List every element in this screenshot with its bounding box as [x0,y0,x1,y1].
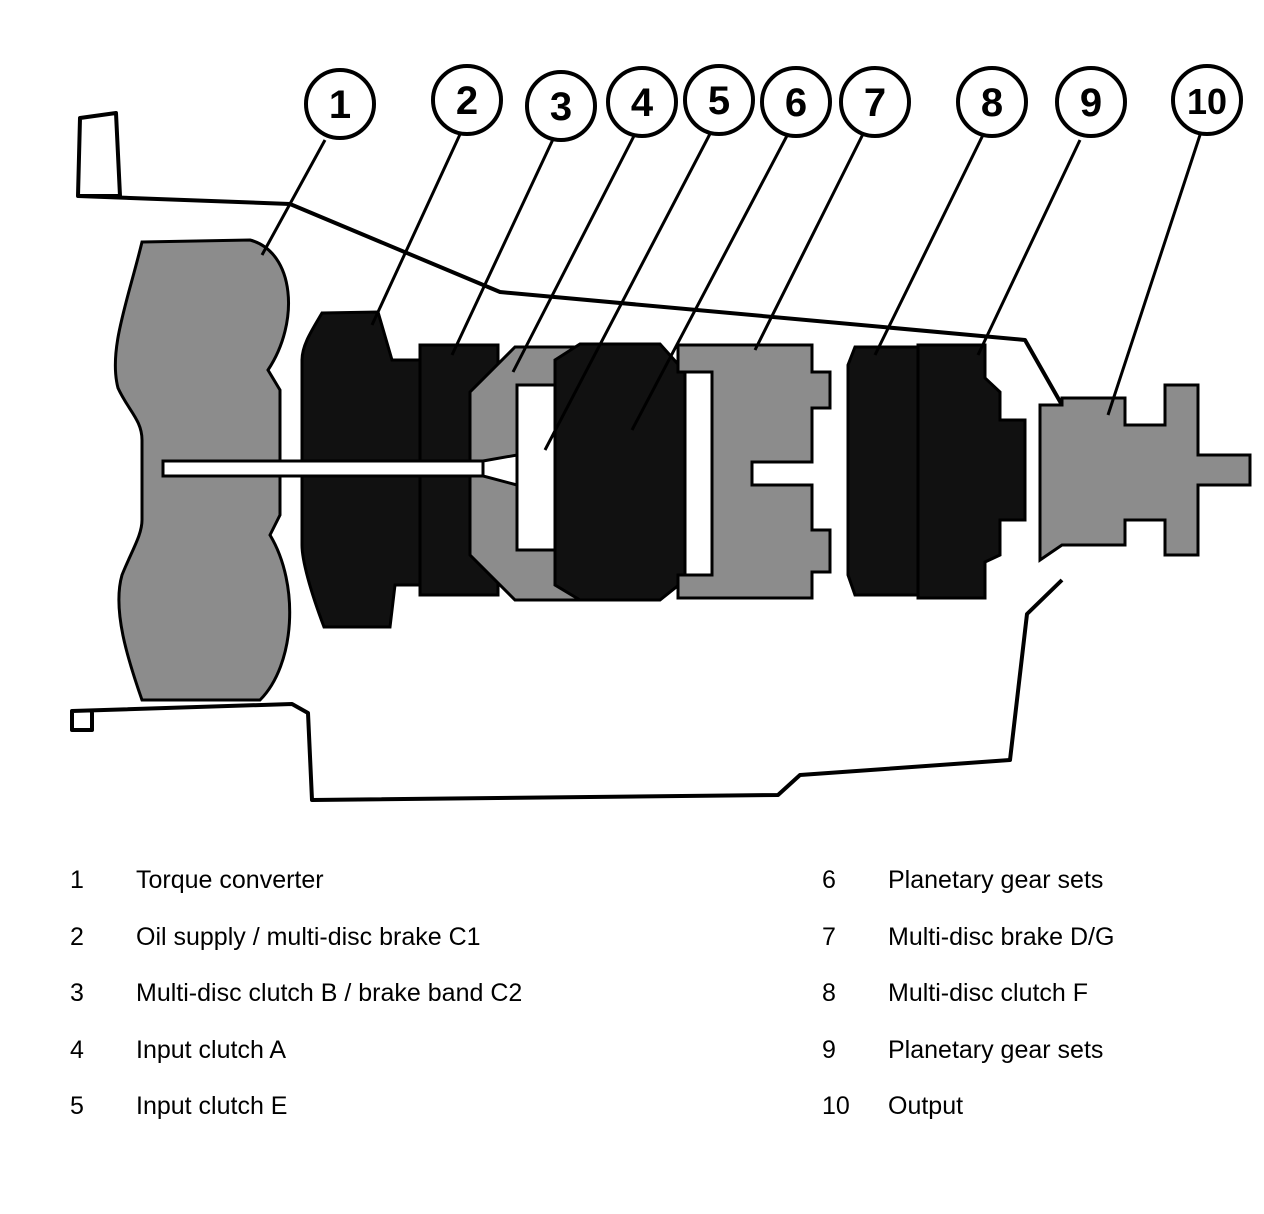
legend-label: Multi-disc clutch F [888,979,1089,1007]
planetary-gear-set-9-part [916,343,1027,600]
legend-label: Input clutch A [136,1035,287,1064]
callout-3: 3 [525,70,597,142]
callout-5: 5 [683,64,755,136]
transmission-cutaway-diagram: 1 2 3 4 5 6 7 8 9 10 [70,64,1252,802]
callout-number: 7 [864,81,886,125]
callout-6: 6 [760,66,832,138]
legend-label: Output [888,1092,964,1120]
output-part [1038,383,1252,563]
callout-8: 8 [956,66,1028,138]
planetary-gear-set-6-part [553,342,687,602]
legend-label: Multi-disc brake D/G [888,922,1115,951]
legend-number: 9 [822,1035,836,1064]
clutch-f-part [846,345,927,597]
legend-number: 7 [822,922,836,951]
callout-number: 4 [631,81,654,125]
callout-number: 9 [1080,81,1102,125]
legend-number: 6 [822,866,836,894]
legend-label: Input clutch E [136,1092,288,1120]
input-shaft [161,459,485,478]
callout-number: 1 [329,83,351,127]
callout-9: 9 [1055,66,1127,138]
legend-label: Planetary gear sets [888,866,1104,894]
parts-legend: 1 Torque converter 2 Oil supply / multi-… [0,860,1264,1160]
legend-label: Multi-disc clutch B / brake band C2 [136,979,523,1007]
legend-number: 5 [70,1092,84,1120]
callout-7: 7 [839,66,911,138]
callout-number: 6 [785,81,807,125]
callout-1: 1 [304,68,376,140]
callout-10: 10 [1171,64,1243,136]
legend-number: 1 [70,866,84,894]
callout-2: 2 [431,64,503,136]
legend-number: 2 [70,922,84,951]
callout-number: 5 [708,79,730,123]
shaft-taper [481,453,519,487]
legend-number: 8 [822,979,836,1007]
callout-4: 4 [606,66,678,138]
legend-label: Torque converter [136,866,324,894]
callout-number: 3 [550,85,572,129]
legend-label: Oil supply / multi-disc brake C1 [136,922,481,951]
brake-dg-part [676,343,832,600]
legend-number: 10 [822,1092,850,1120]
callout-number: 8 [981,81,1003,125]
legend-number: 4 [70,1035,84,1064]
leader-lines [260,129,1202,451]
transmission-housing [70,111,1064,802]
input-clutch-e-part [515,383,557,552]
callout-number: 2 [456,79,478,123]
legend-label: Planetary gear sets [888,1035,1104,1064]
callout-number: 10 [1187,81,1227,122]
legend-number: 3 [70,979,84,1007]
